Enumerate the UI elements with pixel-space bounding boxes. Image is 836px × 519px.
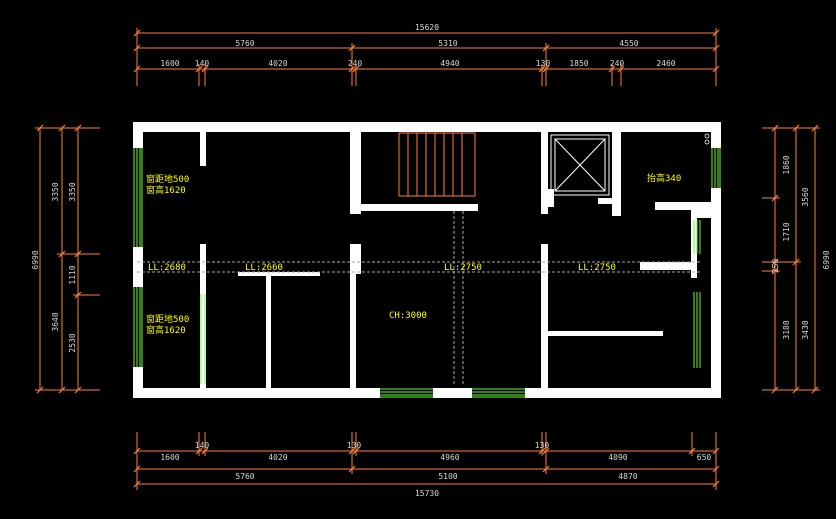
top-detail-dim: 2460 (656, 59, 675, 68)
right-detail-dim: 3180 (782, 320, 791, 339)
shaft-wall (598, 198, 612, 204)
top-segment-dim: 5760 (235, 39, 254, 48)
stair-landing-wall (361, 204, 478, 211)
outer-wall (133, 122, 721, 398)
staircase (398, 132, 476, 197)
walls (133, 122, 721, 398)
bottom-detail-dim: 650 (697, 453, 712, 462)
window-sill-label: 窗距地500 (146, 173, 189, 185)
partition-wall (238, 272, 320, 276)
partition-wall (266, 276, 271, 388)
top-detail-dim: 4940 (440, 59, 459, 68)
bottom-dimension-chain: 1600 140 4020 130 4960 130 4090 650 5760… (133, 432, 720, 498)
bottom-segment-dim: 4870 (618, 472, 637, 481)
shaft-wall (612, 132, 621, 216)
top-dimension-chain: 15620 5760 5310 4550 1600 140 4020 240 4… (133, 23, 720, 86)
windows (133, 148, 721, 398)
partition-wall (548, 331, 663, 336)
right-detail-dim: 250 (771, 259, 780, 274)
pipe-marks (704, 133, 710, 145)
bottom-segment-dim: 5100 (438, 472, 457, 481)
partition-wall (200, 244, 206, 388)
partition-wall (350, 274, 356, 388)
partition-wall (640, 262, 691, 270)
shaft-wall (548, 189, 554, 207)
bottom-overall-dim: 15730 (415, 489, 439, 498)
partition-wall (541, 132, 548, 214)
right-dimension-chain: 1860 1710 250 3180 3560 3430 6990 (762, 124, 831, 394)
window-sill-label: 窗距地500 (146, 313, 189, 325)
bottom-detail-dim: 4960 (440, 453, 459, 462)
bottom-detail-dim: 140 (195, 441, 210, 450)
top-detail-dim: 240 (610, 59, 625, 68)
beam-height-label: LL:2680 (148, 263, 186, 273)
beam-height-label: LL:2660 (245, 263, 283, 273)
right-detail-dim: 1710 (782, 222, 791, 241)
top-overall-dim: 15620 (415, 23, 439, 32)
bottom-detail-dim: 1600 (160, 453, 179, 462)
left-overall-dim: 6990 (31, 250, 40, 269)
elevator-shaft (550, 134, 610, 196)
top-segment-dim: 5310 (438, 39, 457, 48)
left-outer-dim: 3350 (68, 182, 77, 201)
top-detail-dim: 140 (195, 59, 210, 68)
right-segment-dim: 3430 (801, 320, 810, 339)
bottom-detail-dim: 4090 (608, 453, 627, 462)
top-segment-dim: 4550 (619, 39, 638, 48)
top-detail-dim: 240 (348, 59, 363, 68)
right-overall-dim: 6990 (822, 250, 831, 269)
window-height-label: 窗高1620 (146, 184, 186, 196)
left-inner-dim: 3350 (51, 182, 60, 201)
right-segment-dim: 3560 (801, 187, 810, 206)
right-detail-dim: 1860 (782, 155, 791, 174)
bottom-detail-dim: 4020 (268, 453, 287, 462)
top-detail-dim: 130 (536, 59, 551, 68)
room-annotations: 窗距地500 窗高1620 窗距地500 窗高1620 抬高340 LL:268… (146, 172, 681, 336)
bottom-detail-dim: 130 (535, 441, 550, 450)
raised-floor-label: 抬高340 (647, 172, 681, 184)
beam-height-label: LL:2750 (444, 263, 482, 273)
partition-wall (350, 244, 361, 274)
bottom-segment-dim: 5760 (235, 472, 254, 481)
left-outer-dim: 1110 (68, 265, 77, 284)
bottom-detail-dim: 130 (347, 441, 362, 450)
left-dimension-chain: 6990 3350 3640 3350 1110 2530 (31, 124, 100, 394)
window-height-label: 窗高1620 (146, 324, 186, 336)
beam-lines (137, 211, 700, 386)
partition-wall (541, 244, 548, 388)
ceiling-height-label: CH:3000 (389, 311, 427, 321)
partition-wall (655, 202, 711, 210)
partition-wall (200, 132, 206, 166)
top-detail-dim: 1600 (160, 59, 179, 68)
top-detail-dim: 1850 (569, 59, 588, 68)
top-detail-dim: 4020 (268, 59, 287, 68)
left-outer-dim: 2530 (68, 333, 77, 352)
partition-wall (691, 210, 711, 218)
beam-height-label: LL:2750 (578, 263, 616, 273)
partition-wall (350, 132, 361, 214)
left-inner-dim: 3640 (51, 312, 60, 331)
